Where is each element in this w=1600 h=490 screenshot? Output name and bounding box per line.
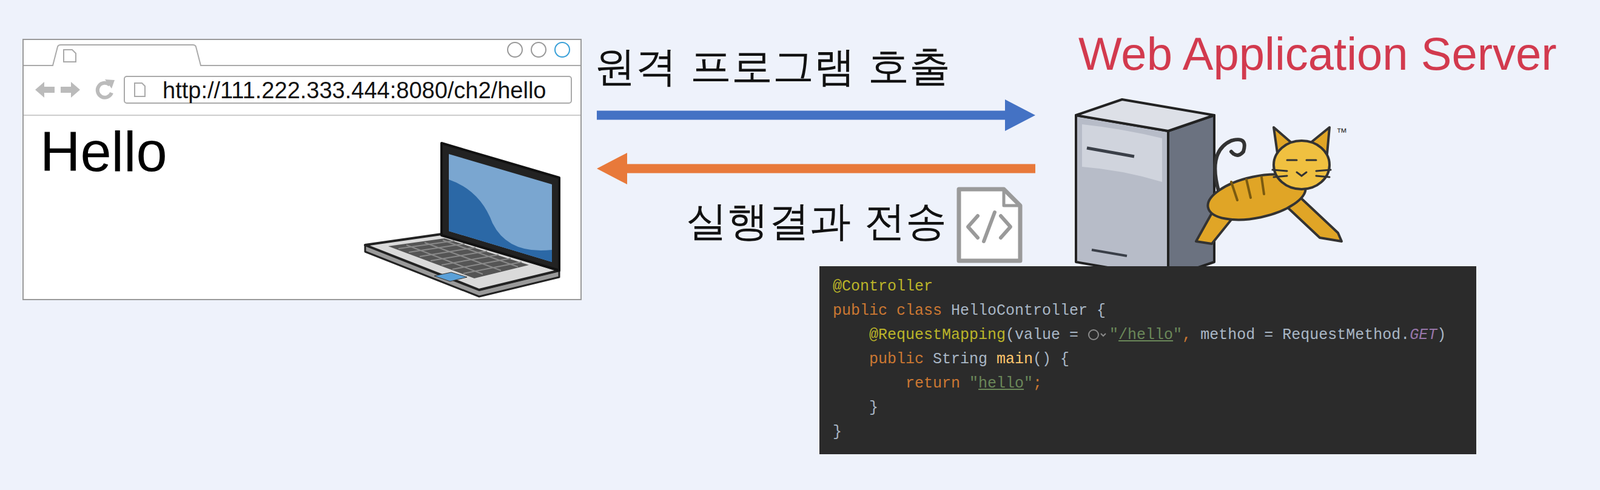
code-token: public	[832, 302, 888, 320]
code-token: method = RequestMethod.	[1191, 326, 1410, 344]
endpoint-icon	[1087, 328, 1109, 341]
code-token: )	[1436, 326, 1446, 344]
screen-wave	[448, 179, 552, 263]
arrow-head	[1005, 99, 1036, 132]
file-icon	[958, 189, 1021, 261]
url-text: http://111.222.333.444:8080/ch2/hello	[162, 77, 546, 105]
code-glyph	[968, 212, 1011, 242]
code-token: GET	[1409, 326, 1437, 344]
code-line: public class HelloController {	[832, 299, 1463, 324]
globe-circle	[1088, 329, 1099, 340]
code-token: @RequestMapping	[869, 326, 1006, 344]
code-token	[887, 302, 897, 320]
code-token: "	[1023, 374, 1033, 393]
cat-stripes	[1231, 177, 1264, 201]
code-line: return "hello";	[832, 371, 1463, 397]
server-node: Web Application Server	[1075, 24, 1562, 279]
code-line: public String main() {	[832, 347, 1463, 372]
server-slot	[1091, 249, 1127, 256]
code-token: class	[896, 302, 942, 320]
window-button	[554, 42, 570, 58]
code-token: ;	[1032, 374, 1043, 393]
window-button	[507, 42, 523, 58]
trademark-mark: ™	[1336, 126, 1348, 139]
file-icon-fold	[1003, 189, 1021, 206]
server-heading: Web Application Server	[1078, 27, 1557, 81]
cat-face	[1272, 160, 1331, 178]
code-token: "	[1109, 326, 1119, 344]
laptop-screen	[441, 143, 560, 271]
laptop-touchpad	[434, 272, 468, 282]
window-button	[531, 42, 546, 58]
back-arrow	[35, 81, 55, 98]
code-token: () {	[1032, 350, 1070, 369]
arrow-label: 실행결과 전송	[685, 197, 947, 246]
cat-head	[1273, 140, 1330, 190]
forward-arrow	[60, 81, 81, 98]
browser-page	[22, 38, 582, 301]
connector	[596, 152, 1036, 185]
code-token: "	[1173, 326, 1183, 344]
server-slot	[1086, 147, 1135, 157]
code-token: }	[869, 399, 879, 417]
code-panel: @Controller public class HelloController …	[819, 266, 1477, 455]
code-token: }	[832, 423, 842, 441]
screen-display	[448, 154, 552, 263]
tab-icon	[63, 49, 76, 62]
browser-window: http://111.222.333.444:8080/ch2/helloHel…	[22, 38, 582, 301]
code-token: (value =	[1005, 326, 1088, 344]
code-line: }	[832, 396, 1463, 421]
arrow-shaft	[625, 164, 1036, 174]
code-token	[960, 374, 970, 393]
globe-chevron	[1100, 333, 1106, 337]
code-line: @Controller	[832, 274, 1463, 300]
server-right-face	[1168, 115, 1215, 278]
code-token: main	[996, 350, 1033, 369]
code-token: return	[905, 374, 961, 393]
page-content: Hello	[40, 120, 168, 185]
server-highlight	[1082, 124, 1163, 182]
code-token: HelloController {	[941, 302, 1106, 320]
code-token: hello	[978, 374, 1024, 393]
code-token: "	[969, 374, 979, 393]
server-left-face	[1075, 115, 1169, 278]
connector	[596, 99, 1036, 132]
code-token: /hello	[1118, 326, 1174, 344]
browser-tab	[22, 44, 582, 66]
arrow-shaft	[596, 110, 1007, 121]
arrow-head	[596, 152, 628, 185]
code-token: @Controller	[832, 277, 933, 296]
code-line: @RequestMapping(value = "/hello", method…	[832, 323, 1463, 348]
code-token: public	[869, 350, 924, 369]
code-line: }	[832, 420, 1463, 445]
code-token: ,	[1182, 326, 1192, 344]
reload-head	[104, 79, 115, 89]
code-token: String	[923, 350, 997, 369]
url-page-icon	[134, 83, 145, 97]
arrow-label: 원격 프로그램 호출	[594, 43, 951, 91]
toolbar-rule	[23, 114, 582, 116]
